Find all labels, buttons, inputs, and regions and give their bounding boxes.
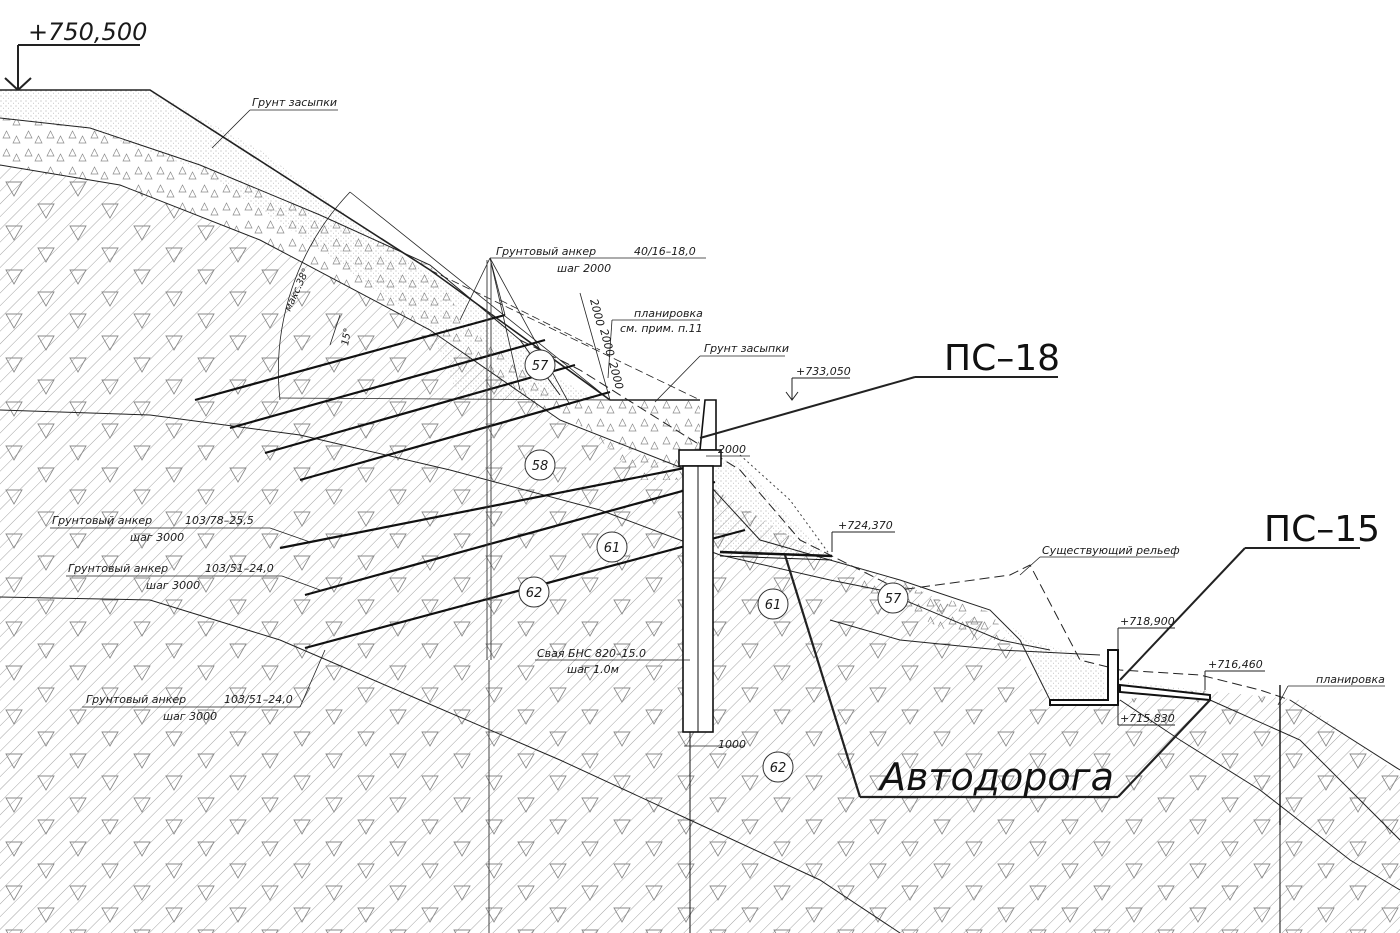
ground-anchors-upper	[194, 313, 611, 482]
label-pile-step: шаг 1.0м	[567, 663, 619, 676]
soil-marker-57a: 57	[524, 349, 556, 381]
elevation-berm-ps18: +733,050	[796, 365, 851, 378]
elevation-top: +750,500	[28, 18, 147, 46]
label-existing-relief: Существующий рельеф	[1042, 544, 1180, 557]
svg-text:58: 58	[532, 459, 549, 474]
label-anchor-b-name: Грунтовый анкер	[68, 562, 168, 575]
label-grading-right: планировка	[1316, 673, 1385, 686]
svg-text:61: 61	[765, 598, 782, 613]
svg-text:62: 62	[526, 586, 543, 601]
label-grading-top-1: планировка	[634, 307, 703, 320]
label-anchor-top-name: Грунтовый анкер	[496, 245, 596, 258]
soil-marker-58: 58	[524, 449, 556, 481]
slope-dash-lines	[429, 269, 701, 401]
label-anchor-a-step: шаг 3000	[130, 531, 184, 544]
label-anchor-a-name: Грунтовый анкер	[52, 514, 152, 527]
svg-text:57: 57	[885, 592, 902, 607]
label-anchor-a-spec: 103/78–25,5	[185, 514, 254, 527]
label-anchor-c-step: шаг 3000	[163, 710, 217, 723]
angle-15: 15°	[340, 327, 354, 346]
soil-marker-62b: 62	[762, 751, 794, 783]
label-ps15: ПС–15	[1264, 509, 1380, 550]
road-leader-lines	[783, 554, 1211, 799]
vertical-pile-left	[486, 260, 492, 933]
label-ps18: ПС–18	[944, 338, 1060, 379]
elevation-marks	[785, 377, 1265, 726]
ps18-retaining-wall	[678, 399, 833, 933]
label-backfill-top: Грунт засыпки	[252, 96, 337, 109]
elevation-road-lower: +716,460	[1208, 658, 1263, 671]
elevation-road-upper: +724,370	[838, 519, 893, 532]
soil-marker-61b: 61	[757, 588, 789, 620]
label-anchor-c-spec: 103/51–24,0	[224, 693, 293, 706]
angle-construction	[278, 191, 611, 406]
elevation-ps15-top: +718,900	[1120, 615, 1175, 628]
callout-leaders	[50, 109, 1385, 708]
label-anchor-b-spec: 103/51–24,0	[205, 562, 274, 575]
dim-2000-b: 2000	[597, 327, 617, 357]
label-road: Автодорога	[877, 755, 1114, 799]
label-pile-name: Свая БНС 820–15.0	[537, 647, 646, 660]
layer-boundaries	[0, 117, 1400, 933]
top-elevation-marker	[4, 44, 140, 91]
dim-1000: 1000	[718, 738, 746, 751]
soil-layer-markers: 57 58 61 62 61 57 62	[518, 349, 909, 783]
svg-text:57: 57	[532, 359, 549, 374]
svg-text:61: 61	[604, 541, 621, 556]
dim-2000-d: 2000	[718, 443, 746, 456]
label-anchor-b-step: шаг 3000	[146, 579, 200, 592]
label-anchor-top-step: шаг 2000	[557, 262, 611, 275]
elevation-ps15-bottom: +715,830	[1120, 712, 1175, 725]
svg-text:62: 62	[770, 761, 787, 776]
soil-marker-57b: 57	[877, 582, 909, 614]
soil-marker-62a: 62	[518, 576, 550, 608]
dimension-lines	[579, 292, 750, 747]
label-grading-top-2: см. прим. п.11	[620, 322, 703, 335]
soil-marker-61a: 61	[596, 531, 628, 563]
label-backfill-mid: Грунт засыпки	[704, 342, 789, 355]
ps-leader-lines	[699, 376, 1360, 681]
dim-2000-a: 2000	[587, 297, 607, 327]
existing-relief-line	[519, 339, 1291, 701]
label-anchor-top-spec: 40/16–18,0	[634, 245, 696, 258]
label-anchor-c-name: Грунтовый анкер	[86, 693, 186, 706]
